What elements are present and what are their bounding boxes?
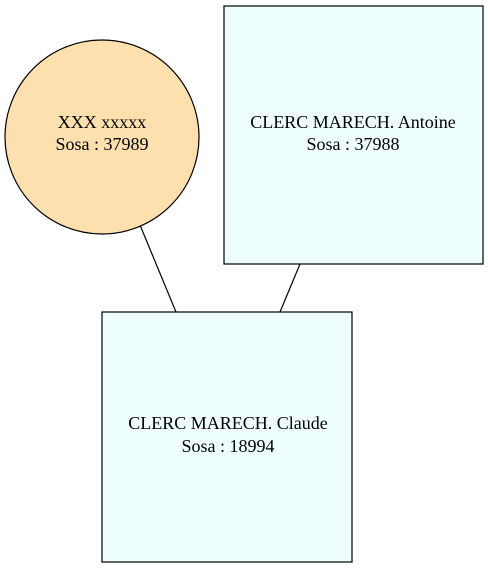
person-node-child[interactable]: CLERC MARECH. Claude Sosa : 18994 [101, 311, 353, 563]
father-name: CLERC MARECH. Antoine [250, 112, 456, 132]
edge-father-to-child [279, 263, 301, 313]
mother-circle [4, 39, 200, 235]
edge-mother-to-child [139, 224, 177, 313]
person-node-mother[interactable]: XXX xxxxx Sosa : 37989 [4, 39, 200, 235]
father-sosa: Sosa : 37988 [306, 134, 399, 154]
child-sosa: Sosa : 18994 [181, 436, 274, 456]
mother-name: XXX xxxxx [58, 112, 147, 132]
child-box [101, 311, 353, 563]
child-name: CLERC MARECH. Claude [128, 413, 328, 433]
mother-sosa: Sosa : 37989 [55, 134, 148, 154]
father-box [223, 5, 484, 265]
person-node-father[interactable]: CLERC MARECH. Antoine Sosa : 37988 [223, 5, 484, 265]
